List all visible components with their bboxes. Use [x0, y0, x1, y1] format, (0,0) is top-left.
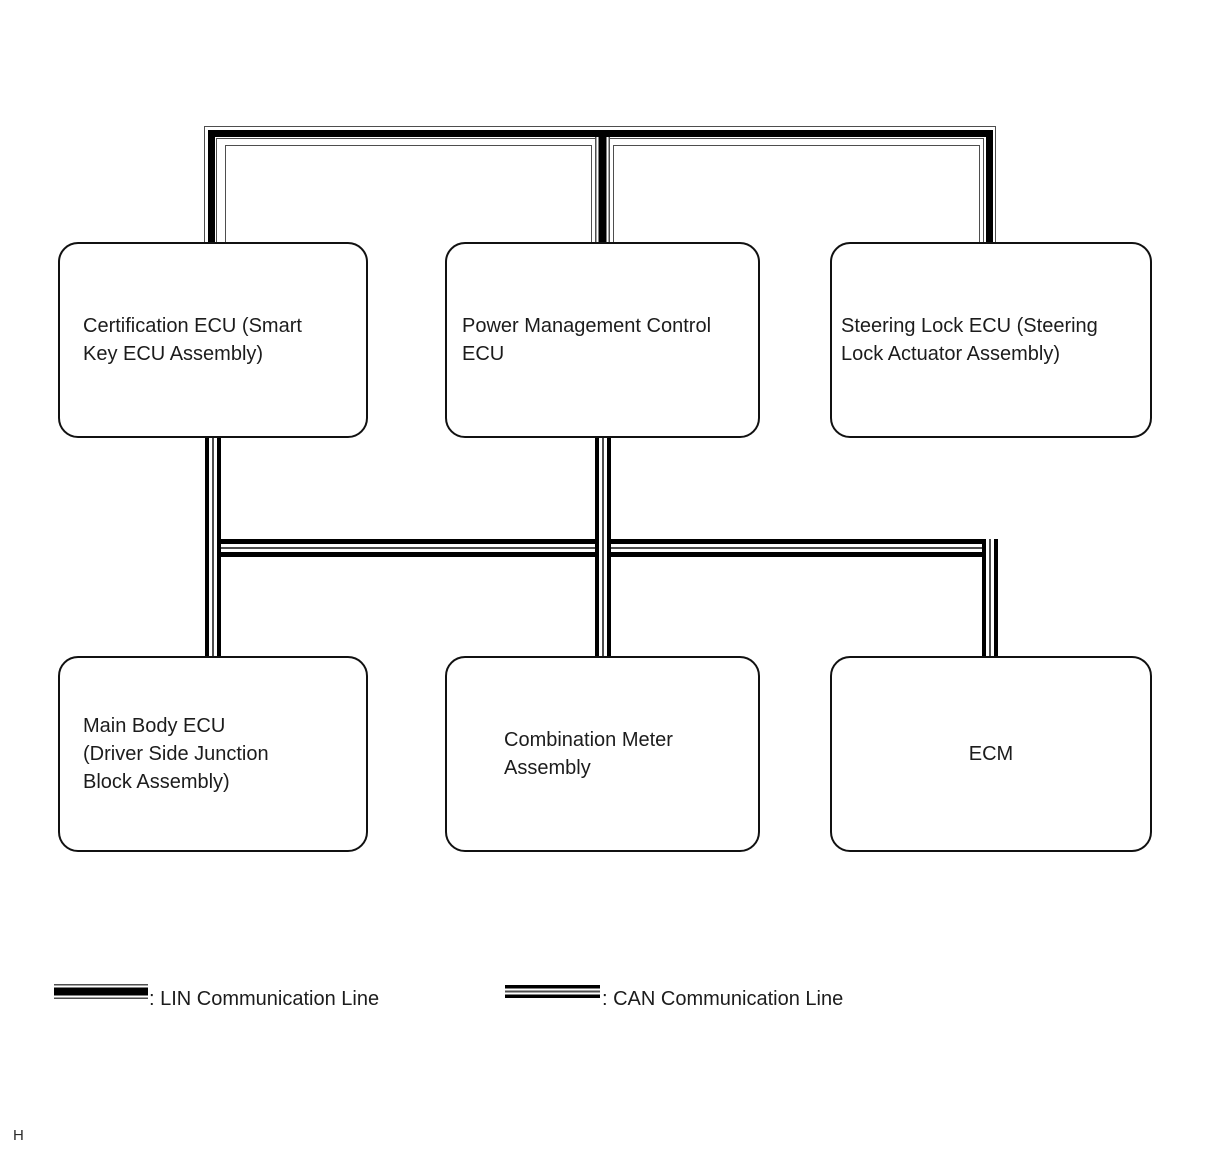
- legend-can-line-swatch: [505, 985, 600, 998]
- lin-bus-outer-outline: [204, 126, 996, 242]
- node-label-line: Steering Lock ECU (Steering: [841, 315, 1098, 337]
- can-vertical-power-to-meter: [595, 438, 611, 656]
- node-label-line: Lock Actuator Assembly): [841, 343, 1060, 365]
- node-label-line: Certification ECU (Smart: [83, 315, 302, 337]
- node-label-line: Main Body ECU: [83, 715, 226, 737]
- node-ecm: ECM: [830, 656, 1152, 852]
- node-label-line: Key ECU Assembly): [83, 343, 264, 365]
- node-label-line: Assembly: [504, 757, 591, 779]
- node-main-body-ecu: Main Body ECU (Driver Side Junction Bloc…: [58, 656, 368, 852]
- node-label-line: Combination Meter: [504, 729, 673, 751]
- node-label-line: Block Assembly): [83, 771, 230, 793]
- legend-can-label: : CAN Communication Line: [602, 988, 844, 1010]
- node-power-management-control-ecu: Power Management Control ECU: [445, 242, 760, 438]
- page-marker: H: [13, 1127, 24, 1144]
- node-certification-ecu: Certification ECU (Smart Key ECU Assembl…: [58, 242, 368, 438]
- can-vertical-certification-to-main-body: [205, 438, 221, 656]
- lin-branch-to-power-management-ecu: [595, 136, 610, 242]
- node-label-line: (Driver Side Junction: [83, 743, 269, 765]
- node-label-line: Power Management Control: [462, 315, 712, 337]
- node-combination-meter-assembly: Combination Meter Assembly: [445, 656, 760, 852]
- thin-parallel-line-left: [224, 144, 592, 242]
- thin-parallel-line-right: [612, 144, 980, 242]
- legend-lin-line-swatch: [54, 984, 148, 999]
- node-label-line: ECM: [968, 743, 1014, 765]
- node-label-line: ECU: [462, 343, 505, 365]
- node-steering-lock-ecu: Steering Lock ECU (Steering Lock Actuato…: [830, 242, 1152, 438]
- lin-bus-line: [207, 129, 993, 242]
- can-vertical-to-ecm: [982, 539, 998, 656]
- legend-lin-label: : LIN Communication Line: [149, 988, 380, 1010]
